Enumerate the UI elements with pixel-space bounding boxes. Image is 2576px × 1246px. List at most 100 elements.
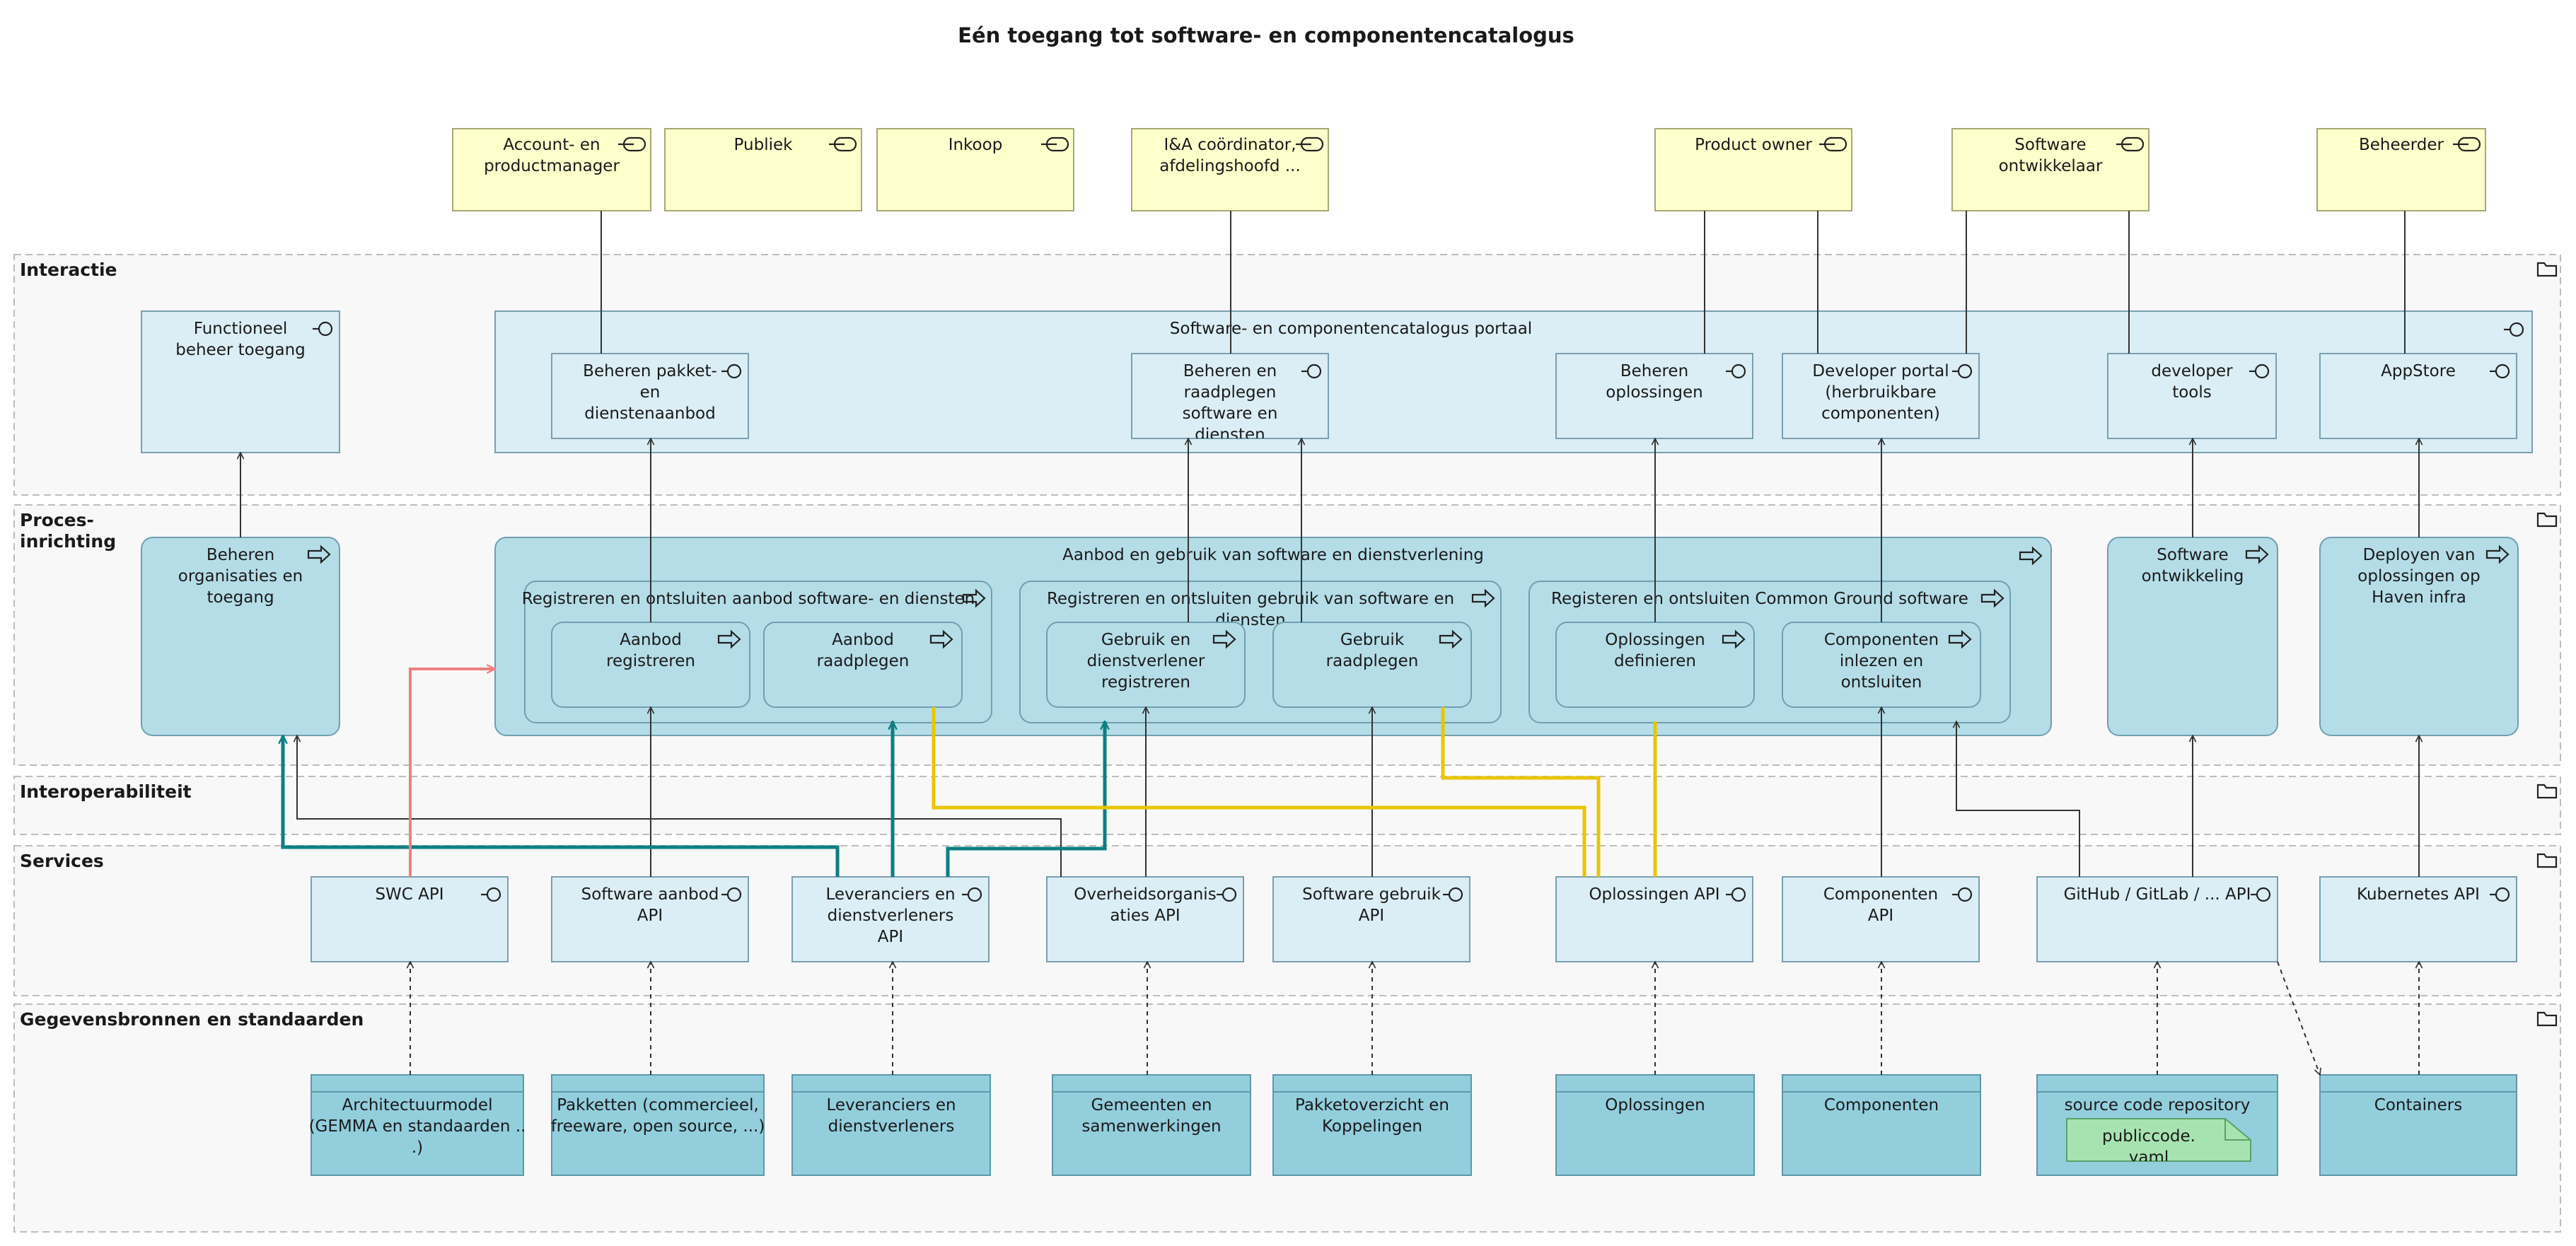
data-label-d_pak: Pakketten (commercieel,freeware, open so… [551, 1096, 765, 1136]
data-label-d_cont: Containers [2374, 1096, 2462, 1114]
service-s_kub[interactable]: Kubernetes API [2319, 876, 2517, 962]
actor-a_inkoop-label: Inkoop [948, 136, 1003, 154]
layer-label-interactie: Interactie [20, 260, 117, 280]
process-group-label-g3: Registeren en ontsluiten Common Ground s… [1551, 590, 1968, 608]
actor-a_po-label: Product owner [1695, 136, 1812, 154]
actor-a_ia[interactable]: I&A coördinator,afdelingshoofd ... [1131, 128, 1329, 211]
yellow-gebraad-opl [1441, 707, 1601, 877]
data-d_pak[interactable]: Pakketten (commercieel,freeware, open so… [551, 1074, 765, 1176]
service-s_opl[interactable]: Oplossingen API [1555, 876, 1753, 962]
actor-a_ia-label: I&A coördinator,afdelingshoofd ... [1159, 136, 1301, 175]
portal-label: Software- en componentencatalogus portaa… [1170, 320, 1532, 338]
service-s_swc-label: SWC API [375, 885, 443, 904]
actor-a_beheer-label: Beheerder [2359, 136, 2444, 154]
layer-label-gegevens: Gegevensbronnen en standaarden [20, 1009, 364, 1030]
process-main-label: Aanbod en gebruik van software en dienst… [1062, 546, 1484, 564]
data-label-d_comp: Componenten [1824, 1096, 1939, 1114]
interface-i_app-label: AppStore [2381, 362, 2456, 380]
actor-a_inkoop[interactable]: Inkoop [876, 128, 1074, 211]
teal-lev-org [283, 735, 840, 877]
data-label-d_src: source code repository [2065, 1096, 2251, 1114]
relations [240, 211, 2419, 1075]
data-d_cont[interactable]: Containers [2319, 1074, 2517, 1176]
data-d_comp[interactable]: Componenten [1782, 1074, 1981, 1176]
interface-i_app[interactable]: AppStore [2319, 353, 2517, 439]
data-d_opl[interactable]: Oplossingen [1555, 1074, 1755, 1176]
svc-git-comp [1956, 721, 2080, 877]
layer-label-services: Services [20, 851, 104, 871]
actor-a_publiek[interactable]: Publiek [664, 128, 862, 211]
access-git-containers [2277, 961, 2320, 1075]
data-label-d_opl: Oplossingen [1605, 1096, 1705, 1114]
data-label-d_arch: Architectuurmodel(GEMMA en standaarden .… [309, 1096, 526, 1157]
layer-label-proces: Proces-inrichting [20, 510, 116, 552]
actor-a_beheer[interactable]: Beheerder [2316, 128, 2486, 211]
data-d_arch[interactable]: Architectuurmodel(GEMMA en standaarden .… [309, 1074, 526, 1176]
actor-a_po[interactable]: Product owner [1654, 128, 1852, 211]
service-s_git[interactable]: GitHub / GitLab / ... API [2036, 876, 2278, 962]
diagram-title: Eén toegang tot software- en componenten… [958, 23, 1574, 47]
teal-lev-gebreg [946, 721, 1105, 877]
layer-label-interop: Interoperabiliteit [20, 781, 192, 802]
service-s_git-label: GitHub / GitLab / ... API [2064, 885, 2251, 904]
actor-a_publiek-label: Publiek [734, 136, 794, 154]
service-s_opl-label: Oplossingen API [1589, 885, 1719, 904]
yellow-aanraad-opl [932, 707, 1586, 877]
service-s_swc[interactable]: SWC API [311, 876, 509, 962]
note-publiccode: publiccode.yaml [2066, 1118, 2251, 1167]
note-label: publiccode.yaml [2102, 1127, 2195, 1167]
red-swc-main [409, 669, 495, 877]
service-s_kub-label: Kubernetes API [2357, 885, 2480, 904]
